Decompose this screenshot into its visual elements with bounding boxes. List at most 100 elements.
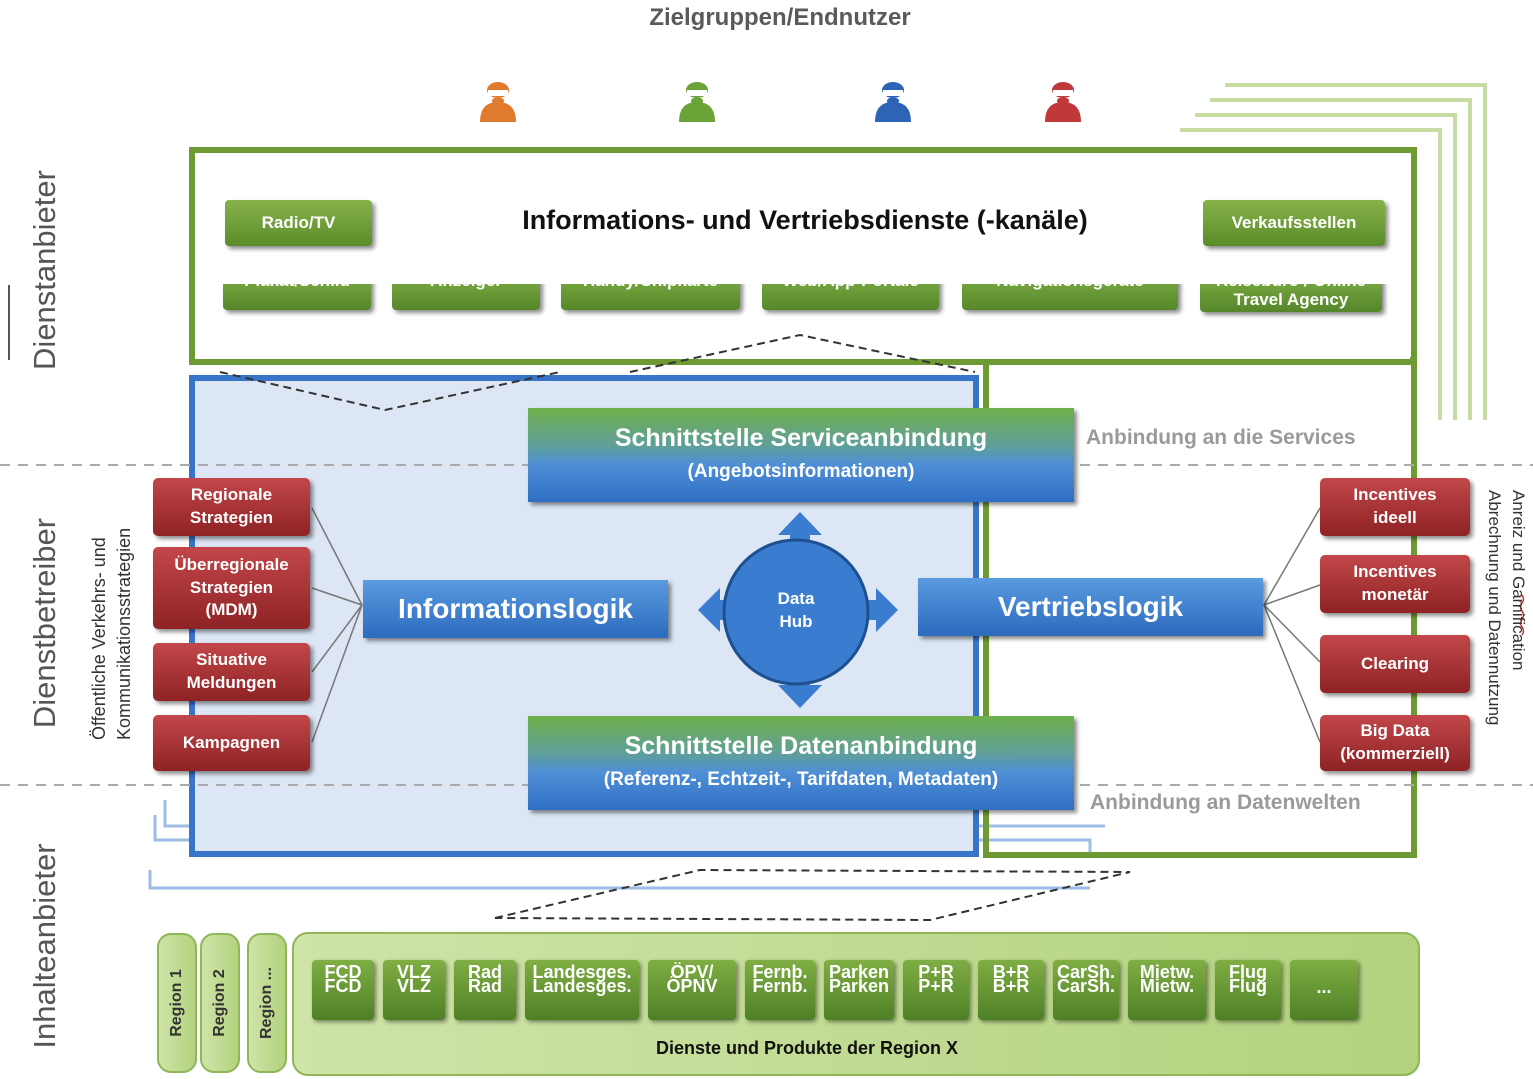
product-top-label: CarSh. <box>1056 962 1116 982</box>
product-bottom-label: Parken <box>828 976 890 996</box>
product-top-label: Landesges. <box>532 962 632 982</box>
product-bottom-label: Landesges. <box>532 976 632 996</box>
product-bottom-label: Fernb. <box>752 976 808 996</box>
product-bottom-label: Flug <box>1229 976 1267 996</box>
product-top-label: Mietw. <box>1139 962 1195 982</box>
ueberregionale-strategien-box[interactable]: Überregionale Strategien (MDM) <box>153 547 310 629</box>
big-data-l1: Big Data <box>1360 721 1430 741</box>
incentives-ideell-l1: Incentives <box>1353 485 1437 505</box>
situative-l1: Situative <box>196 650 267 670</box>
right-vertical-text: Anreiz und Gamification Abrechnung und D… <box>1482 490 1530 725</box>
product-button[interactable]: CarSh.CarSh. <box>1053 960 1119 1020</box>
product-top-label: FCD <box>324 962 362 982</box>
product-bottom-label: P+R <box>918 976 954 996</box>
right-vertical-l1: Anreiz und Gamification <box>1509 490 1528 671</box>
ueberregionale-l2: Strategien <box>189 577 274 597</box>
region-2-label: Region 2 <box>211 969 228 1037</box>
region-1-label: Region 1 <box>168 969 185 1037</box>
data-hub-line2: Hub <box>779 611 813 631</box>
clip-mask <box>215 266 1395 284</box>
region-1-pill[interactable]: Region 1 <box>157 933 197 1073</box>
person-green-icon <box>679 82 715 122</box>
left-vertical-l2: Kommunikationsstrategien <box>114 527 135 740</box>
regionale-strategien-box[interactable]: Regionale Strategien <box>153 478 310 536</box>
kampagnen-box[interactable]: Kampagnen <box>153 715 310 771</box>
situative-meldungen-box[interactable]: Situative Meldungen <box>153 643 310 701</box>
product-button[interactable]: Landesges.Landesges. <box>525 960 639 1020</box>
regionale-strategien-l2: Strategien <box>189 508 274 527</box>
situative-l2: Meldungen <box>186 673 277 692</box>
service-interface-sub: (Angebotsinformationen) <box>687 461 915 482</box>
product-top-label: ÖPV/ <box>670 962 714 982</box>
product-button[interactable]: ... <box>1290 960 1358 1020</box>
product-bottom-label: B+R <box>992 976 1030 996</box>
service-interface-box[interactable]: Schnittstelle Serviceanbindung (Angebots… <box>528 408 1074 502</box>
product-top-label: VLZ <box>397 962 431 982</box>
incentives-ideell-l2: ideell <box>1373 508 1417 527</box>
note-data: Anbindung an Datenwelten <box>1090 791 1361 814</box>
big-data-l2: (kommerziell) <box>1340 744 1450 763</box>
product-top-label: Flug <box>1229 962 1267 982</box>
ueberregionale-l3: (MDM) <box>205 600 258 620</box>
clearing-l1: Clearing <box>1360 653 1430 673</box>
diagram-title: Zielgruppen/Endnutzer <box>649 4 911 31</box>
informationslogik-box[interactable]: Informationslogik <box>363 580 668 638</box>
person-blue-icon <box>875 82 911 122</box>
person-orange-icon <box>480 82 516 122</box>
verkaufsstellen-button[interactable]: Verkaufsstellen <box>1203 200 1385 246</box>
regionale-strategien-l1: Regionale <box>190 485 273 505</box>
product-bottom-label: CarSh. <box>1056 976 1116 996</box>
incentives-ideell-box[interactable]: Incentives ideell <box>1320 478 1470 536</box>
data-hub-label[interactable]: Data Hub <box>746 588 846 634</box>
product-button[interactable]: Fernb.Fernb. <box>745 960 815 1020</box>
region-more-label: Region ... <box>258 967 275 1039</box>
person-red-icon <box>1045 82 1081 122</box>
incentives-monetaer-l1: Incentives <box>1353 562 1437 582</box>
note-services: Anbindung an die Services <box>1086 426 1356 449</box>
product-bottom-label: VLZ <box>397 976 431 996</box>
left-vertical-text: Öffentliche Verkehrs- und Kommunikations… <box>87 528 137 740</box>
product-bottom-label: Rad <box>467 976 502 996</box>
right-vertical-l2: Abrechnung und Datennutzung <box>1485 490 1505 726</box>
product-bottom-label: Mietw. <box>1139 976 1195 996</box>
product-button[interactable]: ÖPV/ÖPNV <box>648 960 736 1020</box>
product-bottom-label: ... <box>1316 977 1332 997</box>
region-more-pill[interactable]: Region ... <box>247 933 287 1073</box>
radio-tv-button[interactable]: Radio/TV <box>225 200 372 246</box>
side-label-dienstbetreiber: Dienstbetreiber <box>27 517 62 729</box>
product-top-label: Parken <box>828 962 890 982</box>
side-label-dienstanbieter: Dienstanbieter <box>27 170 62 370</box>
service-interface-title: Schnittstelle Serviceanbindung <box>614 424 988 452</box>
data-interface-title: Schnittstelle Datenanbindung <box>624 732 978 760</box>
ueberregionale-l1: Überregionale <box>174 554 289 574</box>
product-top-label: P+R <box>918 962 954 982</box>
product-bottom-label: FCD <box>324 976 362 996</box>
data-hub-line1: Data <box>777 589 815 608</box>
product-button[interactable]: Mietw.Mietw. <box>1128 960 1206 1020</box>
incentives-monetaer-box[interactable]: Incentives monetär <box>1320 555 1470 613</box>
vertriebslogik-box[interactable]: Vertriebslogik <box>918 578 1263 636</box>
data-interface-sub: (Referenz-, Echtzeit-, Tarifdaten, Metad… <box>603 769 999 790</box>
incentives-monetaer-l2: monetär <box>1361 585 1429 604</box>
kampagnen-l1: Kampagnen <box>182 732 281 752</box>
product-top-label: Rad <box>467 962 502 982</box>
products-caption: Dienste und Produkte der Region X <box>655 1038 959 1058</box>
travel-agency-line2: Travel Agency <box>1233 289 1349 309</box>
data-interface-box[interactable]: Schnittstelle Datenanbindung (Referenz-,… <box>528 716 1074 810</box>
services-title: Informations- und Vertriebsdienste (-kan… <box>522 205 1088 235</box>
product-top-label: B+R <box>992 962 1030 982</box>
clearing-box[interactable]: Clearing <box>1320 635 1470 693</box>
big-data-box[interactable]: Big Data (kommerziell) <box>1320 715 1470 771</box>
product-top-label: Fernb. <box>752 962 808 982</box>
left-vertical-l1: Öffentliche Verkehrs- und <box>89 537 109 740</box>
region-2-pill[interactable]: Region 2 <box>200 933 240 1073</box>
side-divider <box>8 285 10 360</box>
